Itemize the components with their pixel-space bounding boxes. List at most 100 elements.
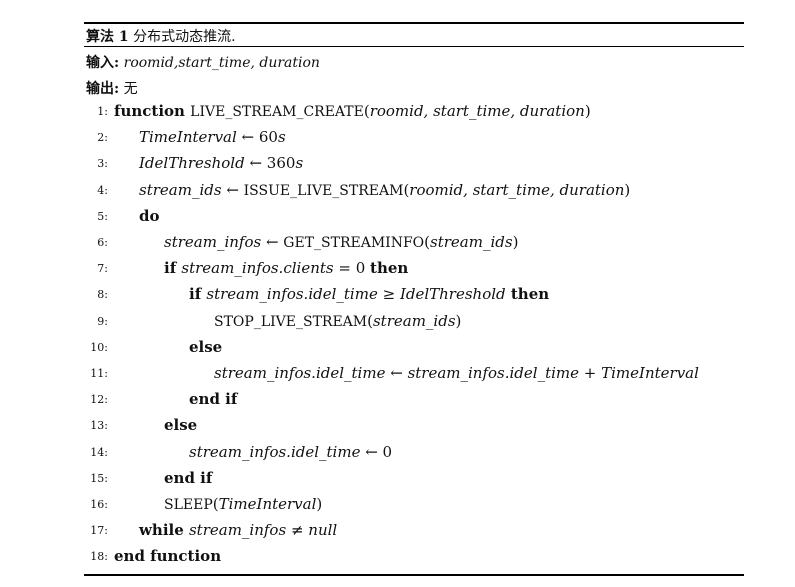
procedure-name: STOP_LIVE_STREAM [214,313,368,330]
line-code: while stream_infos ≠ null [139,521,337,539]
keyword: then [370,259,409,278]
keyword: else [189,337,223,356]
variable: IdelThreshold [399,285,506,304]
variable: IdelThreshold [139,154,245,173]
keyword: function [114,102,191,120]
line-code: STOP_LIVE_STREAM(stream_ids) [214,312,461,330]
algorithm-line: 12: end if [84,390,744,412]
variable: TimeInterval [218,495,317,513]
line-number: 2: [97,131,108,145]
algorithm-line: 11: stream_infos.idel_time ← stream_infos… [84,364,744,386]
variable: TimeInterval [139,128,237,147]
caption-rule [84,46,744,47]
variable: roomid, start_time, duration [409,180,625,199]
line-number: 6: [97,236,108,249]
keyword: end function [114,547,222,566]
line-code: do [139,207,160,225]
line-number: 15: [90,471,108,485]
line-code: if stream_infos.idel_time ≥ IdelThreshol… [189,285,549,303]
code-text: ( [403,180,410,199]
line-code: SLEEP(TimeInterval) [164,495,322,513]
keyword: if [164,259,182,278]
algorithm-line: 6:stream_infos ← GET_STREAMINFO(stream_i… [84,233,744,255]
bottom-rule [84,574,744,576]
line-code: else [164,416,197,434]
algorithm-line: 10: else [84,338,744,360]
line-number: 11: [90,367,108,380]
input-label: 输入: [86,55,120,71]
algorithm-line: 5: do [84,207,744,229]
line-number: 8: [97,288,108,302]
variable: roomid, start_time, duration [369,102,585,120]
variable: stream_infos.idel_time [189,442,361,461]
code-text: ) [584,102,591,120]
code-text: ) [455,311,462,330]
algorithm-line: 9: STOP_LIVE_STREAM(stream_ids) [84,312,744,334]
code-text: ( [212,495,219,513]
line-code: function LIVE_STREAM_CREATE(roomid, star… [114,102,591,120]
code-text: + [579,364,602,382]
algorithm-line: 2: TimeInterval ← 60s [84,128,744,150]
variable: stream_infos.idel_time [206,285,378,304]
algorithm-line: 15: end if [84,469,744,491]
algorithm-line: 18: end function [84,547,744,569]
keyword: end if [189,390,238,409]
top-rule [84,22,744,24]
algorithm-label: 算法 1 [86,29,129,45]
line-code: TimeInterval ← 60s [139,128,286,146]
algorithm-line: 14: stream_infos.idel_time ← 0 [84,443,744,465]
algorithm-line: 8: if stream_infos.idel_time ≥ IdelThresh… [84,285,744,307]
code-text: ← [221,180,244,199]
line-number: 17: [90,524,108,538]
variable: s [295,154,304,173]
line-code: end if [164,469,212,487]
algorithm-line: 4: stream_ids ← ISSUE_LIVE_STREAM(roomid,… [84,181,744,203]
variable: stream_infos.idel_time [214,364,386,382]
variable: stream_infos.idel_time [407,364,580,382]
code-text: ← 360 [244,154,296,173]
keyword: then [505,285,550,304]
line-number: 4: [97,183,108,197]
line-code: stream_infos.idel_time ← stream_infos.id… [214,364,699,382]
output-line: 输出: 无 [86,78,138,98]
line-number: 7: [97,262,108,276]
variable: s [277,128,286,147]
variable: stream_infos [164,233,262,251]
variable: TimeInterval [601,364,699,382]
code-text: ← 60 [236,128,278,147]
code-text: ) [316,495,323,513]
code-text: ) [512,233,519,251]
line-number: 1: [97,105,108,118]
keyword: else [164,416,198,435]
input-line: 输入: roomid,start_time, duration [86,52,320,72]
procedure-name: SLEEP [164,497,213,513]
output-label: 输出: [86,81,120,97]
line-number: 14: [90,445,108,459]
line-code: IdelThreshold ← 360s [139,154,303,172]
output-value: 无 [123,81,138,97]
code-text: ← 0 [360,442,393,461]
line-number: 18: [90,550,108,564]
line-number: 9: [97,314,108,328]
keyword: while [139,521,189,540]
code-text: = 0 [333,259,371,278]
variable: stream_ids [430,233,513,251]
line-code: else [189,338,222,356]
code-text: ≠ [286,521,309,540]
keyword: if [189,285,207,304]
algorithm-line: 17: while stream_infos ≠ null [84,521,744,543]
algorithm-line: 13:else [84,416,744,438]
variable: stream_infos [188,521,287,540]
code-text: ← [385,364,408,382]
algorithm-title: 分布式动态推流. [133,29,236,45]
line-number: 12: [90,393,108,407]
code-text: ← [261,233,284,251]
code-text: ( [363,102,370,120]
code-text: ( [424,233,431,251]
line-number: 10: [90,340,108,354]
algorithm-line: 16: SLEEP(TimeInterval) [84,495,744,517]
line-code: stream_ids ← ISSUE_LIVE_STREAM(roomid, s… [139,181,630,199]
line-number: 5: [97,209,108,223]
line-number: 16: [90,498,108,511]
algorithm-line: 3:IdelThreshold ← 360s [84,154,744,176]
